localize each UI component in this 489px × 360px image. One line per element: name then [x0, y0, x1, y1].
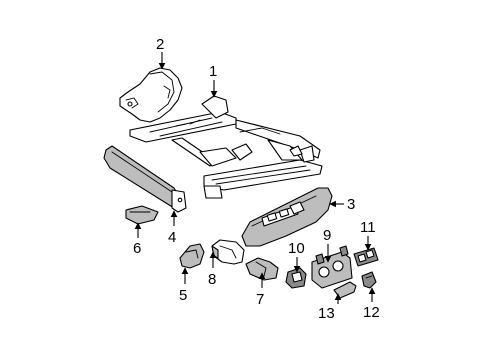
- recliner-cover-part: [119, 67, 183, 123]
- outer-side-shield-part: [241, 187, 333, 247]
- callout-3: 3: [347, 196, 355, 213]
- callout-13: 13: [318, 305, 335, 322]
- callout-10: 10: [288, 240, 305, 257]
- knob-cap-part: [361, 271, 377, 289]
- callout-9: 9: [323, 227, 331, 244]
- callout-5: 5: [179, 287, 187, 304]
- seat-track-frame-part: [129, 95, 323, 199]
- side-trim-panel-part: [103, 145, 187, 213]
- callout-11: 11: [360, 219, 376, 236]
- switch-assembly-part: [311, 245, 353, 289]
- bracket-part: [211, 239, 245, 265]
- lever-cover-part: [333, 281, 357, 299]
- clip-part: [245, 257, 279, 281]
- callout-7: 7: [256, 291, 264, 308]
- callout-8: 8: [208, 271, 216, 288]
- callout-2: 2: [156, 36, 164, 53]
- callout-1: 1: [209, 63, 217, 80]
- callout-4: 4: [168, 229, 176, 246]
- callout-12: 12: [363, 304, 380, 321]
- rocker-switch-part: [353, 247, 379, 267]
- end-cap-part: [125, 205, 159, 225]
- callout-6: 6: [133, 240, 141, 257]
- knob-part: [179, 243, 205, 269]
- callout-labels: 1 2 3 4 5 6 7 8 9 10 11 12 13: [133, 36, 380, 322]
- leader-lines: [134, 52, 376, 304]
- small-switch-part: [285, 267, 307, 289]
